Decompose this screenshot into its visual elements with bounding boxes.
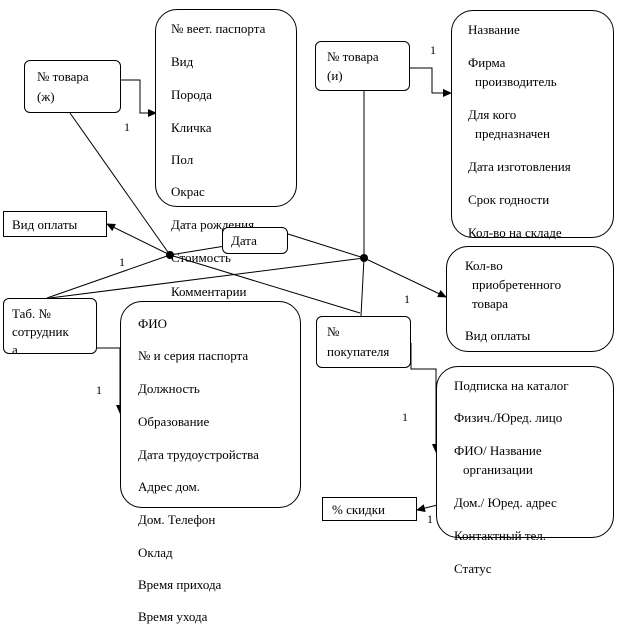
attr-item-0: Название bbox=[468, 22, 520, 37]
entity-key: № товара bbox=[327, 49, 379, 64]
line-junction1-to-payment bbox=[106, 223, 171, 256]
attr-customer-2: ФИО/ Название bbox=[454, 443, 542, 458]
attr-item-1: Фирма bbox=[468, 55, 506, 70]
entity-payment-type: Вид оплаты bbox=[3, 211, 107, 237]
attr-employee-6: Дом. Телефон bbox=[138, 512, 216, 527]
attr-purchase-0: Кол-во bbox=[465, 258, 503, 273]
attr-item-2: производитель bbox=[475, 74, 557, 89]
customer-key-2: покупателя bbox=[327, 344, 390, 359]
cardinality-label: 1 bbox=[96, 383, 102, 397]
cardinality-label: 1 bbox=[404, 292, 410, 306]
attr-animal-5: Окрас bbox=[171, 184, 205, 199]
attr-employee-8: Время прихода bbox=[138, 577, 222, 592]
attr-customer-6: Статус bbox=[454, 561, 492, 576]
line-date-to-junction2 bbox=[287, 233, 365, 259]
line-employee-to-junction1 bbox=[46, 254, 171, 299]
attr-animal-3: Кличка bbox=[171, 120, 212, 135]
entity-animal-attributes bbox=[155, 9, 297, 207]
customer-key-1: № bbox=[327, 324, 340, 339]
attr-purchase-3: Вид оплаты bbox=[465, 328, 531, 343]
connector-product-animal-attrs bbox=[121, 79, 157, 117]
attr-animal-2: Порода bbox=[171, 87, 212, 102]
entity-employee-attributes bbox=[120, 301, 301, 508]
attr-animal-1: Вид bbox=[171, 54, 194, 69]
connector-employee-attrs bbox=[97, 347, 124, 414]
attr-employee-7: Оклад bbox=[138, 545, 173, 560]
cardinality-label: 1 bbox=[119, 255, 125, 269]
attr-customer-5: Контактный тел. bbox=[454, 528, 547, 543]
entity-employee bbox=[3, 298, 97, 354]
cardinality-label: 1 bbox=[427, 512, 433, 526]
connector-customer-attrs bbox=[410, 343, 440, 453]
attr-employee-4: Дата трудоустройства bbox=[138, 447, 259, 462]
attr-customer-1: Физич./Юред. лицо bbox=[454, 410, 563, 425]
entity-item-attributes bbox=[451, 10, 614, 238]
junction-1 bbox=[166, 251, 174, 259]
line-employee-to-junction2 bbox=[49, 257, 365, 299]
line-junction1-to-customer bbox=[169, 254, 361, 314]
date-label: Дата bbox=[231, 233, 257, 248]
attr-item-4: предназначен bbox=[475, 126, 551, 141]
attr-employee-0: ФИО bbox=[138, 316, 168, 331]
payment-type-label: Вид оплаты bbox=[12, 217, 78, 232]
attr-customer-0: Подписка на каталог bbox=[454, 378, 569, 393]
attr-item-7: Кол-во на складе bbox=[468, 225, 562, 240]
entity-key-suffix: (ж) bbox=[37, 89, 55, 104]
employee-key-1: Таб. № bbox=[12, 306, 51, 321]
line-junction2-to-purchase bbox=[363, 257, 447, 298]
attr-employee-1: № и серия паспорта bbox=[138, 348, 249, 363]
attr-employee-2: Должность bbox=[138, 381, 200, 396]
entity-customer-attributes bbox=[436, 366, 614, 538]
cardinality-label: 1 bbox=[402, 410, 408, 424]
attr-item-3: Для кого bbox=[468, 107, 517, 122]
attr-purchase-2: товара bbox=[472, 296, 509, 311]
entity-key-suffix: (и) bbox=[327, 68, 343, 83]
entity-customer bbox=[316, 316, 411, 368]
entity-product-item: № товара (и) bbox=[315, 41, 410, 91]
attr-item-6: Срок годности bbox=[468, 192, 550, 207]
entity-product-animal: № товара (ж) bbox=[24, 60, 121, 113]
line-junction1-to-date bbox=[169, 245, 226, 256]
cardinality-label: 1 bbox=[430, 43, 436, 57]
entity-purchase-attributes bbox=[446, 246, 614, 352]
employee-key-3: а bbox=[12, 342, 18, 357]
line-animal-to-junction1 bbox=[69, 112, 171, 256]
connector-product-item-attrs bbox=[410, 67, 452, 97]
entity-key: № товара bbox=[37, 69, 89, 84]
line-junction2-to-customer bbox=[360, 257, 365, 317]
attr-employee-5: Адрес дом. bbox=[138, 479, 200, 494]
attr-animal-0: № веет. паспорта bbox=[171, 21, 266, 36]
entity-date: Дата bbox=[222, 227, 288, 254]
discount-label: % скидки bbox=[332, 502, 386, 517]
cardinality-label: 1 bbox=[124, 120, 130, 134]
attr-animal-8: Комментарии bbox=[171, 284, 247, 299]
entity-discount: % скидки bbox=[322, 497, 417, 521]
attr-purchase-1: приобретенного bbox=[472, 277, 562, 292]
attr-animal-4: Пол bbox=[171, 152, 194, 167]
junction-2 bbox=[360, 254, 368, 262]
attr-employee-3: Образование bbox=[138, 414, 210, 429]
attr-customer-3: организации bbox=[463, 462, 533, 477]
attr-animal-7: Стоимость bbox=[171, 250, 231, 265]
employee-key-2: сотрудник bbox=[12, 324, 69, 339]
attr-item-5: Дата изготовления bbox=[468, 159, 571, 174]
attr-customer-4: Дом./ Юред. адрес bbox=[454, 495, 557, 510]
attr-employee-9: Время ухода bbox=[138, 609, 208, 624]
